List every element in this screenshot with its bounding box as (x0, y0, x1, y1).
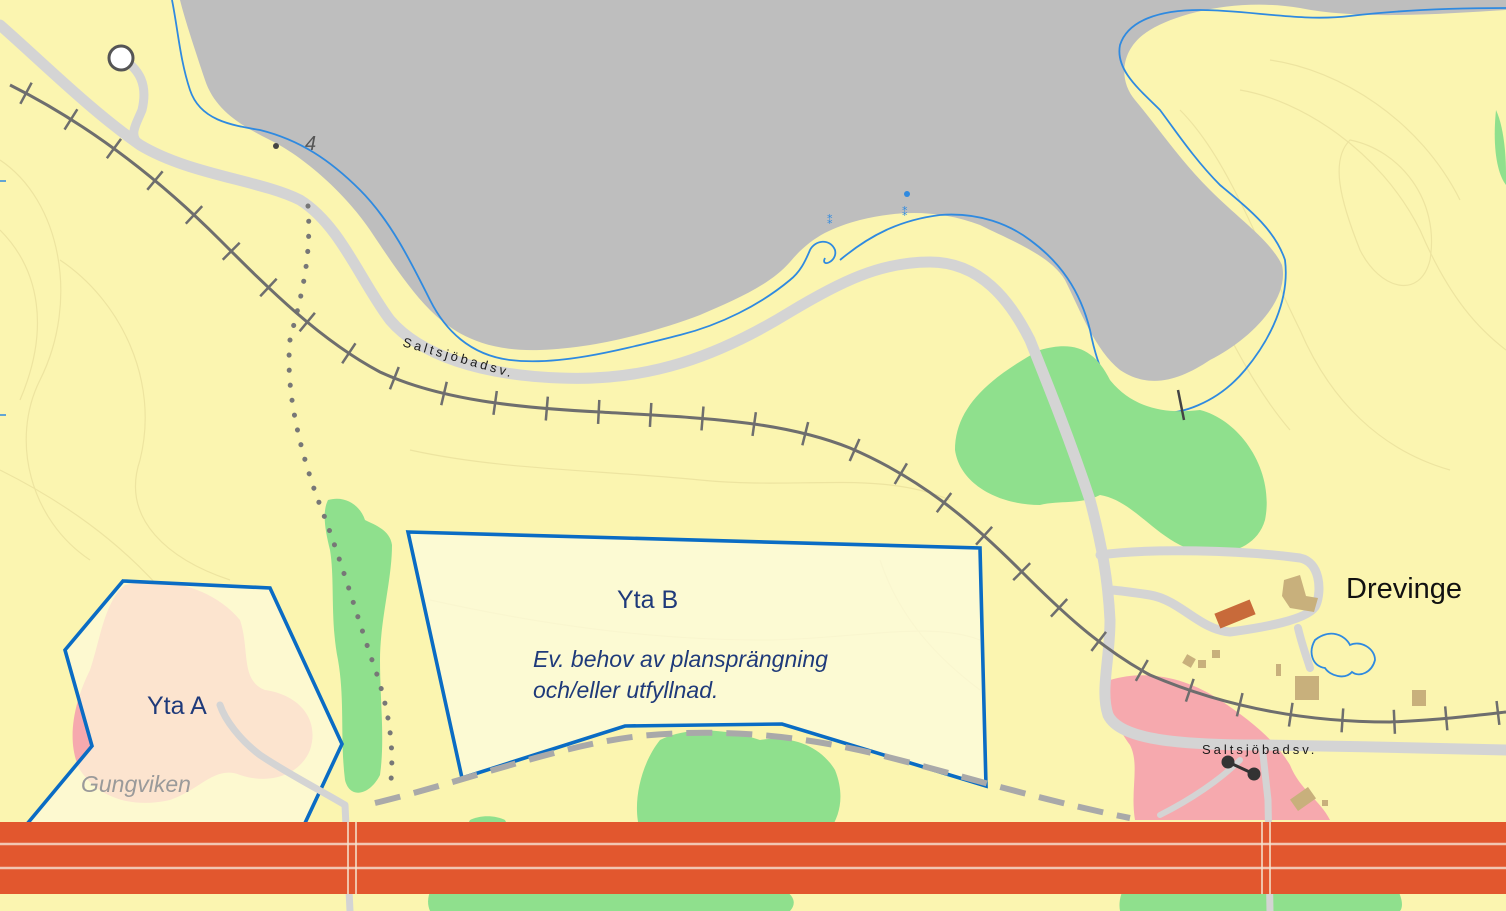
railway-tie (1050, 598, 1069, 618)
railway-tie (221, 241, 241, 261)
railway-tie (298, 312, 316, 333)
railway-tie (184, 205, 204, 225)
water-symbol-2: ⁑ (902, 206, 908, 219)
pier-line (1176, 389, 1186, 421)
railway-tie (259, 277, 278, 298)
railway-tie (19, 82, 33, 105)
pond-outline (1310, 632, 1376, 678)
highway (0, 822, 1506, 894)
dotted-trail (286, 203, 395, 793)
forest-patches (60, 110, 1506, 911)
railway-tie (105, 138, 123, 160)
elevation-label: 4 (305, 133, 316, 155)
railway-tie (848, 438, 861, 462)
roads (0, 19, 1506, 911)
area-b-note-line1: Ev. behov av plansprängning (533, 646, 828, 672)
survey-point (273, 143, 279, 149)
railway (9, 83, 1506, 724)
water-body (180, 0, 1506, 381)
dashed-path (374, 729, 1131, 821)
railway-tie (935, 492, 953, 513)
railway-tie (596, 399, 601, 424)
railway-ties (19, 82, 1501, 734)
railway-tie (1287, 702, 1294, 727)
road-label-east: Saltsjöbadsv. (1202, 742, 1317, 757)
railway-tie (492, 390, 499, 415)
point-marker-circle[interactable] (107, 44, 135, 72)
railway-tie (63, 108, 79, 131)
locality-label: Gungviken (81, 771, 191, 797)
water-point (904, 191, 910, 197)
water-symbol: ⁑ (827, 214, 833, 227)
place-label-drevinge: Drevinge (1346, 573, 1462, 605)
railway-tie (1340, 708, 1345, 733)
railway-tie (341, 342, 357, 364)
railway-tie (440, 381, 448, 406)
railway-tie (975, 525, 994, 546)
railway-tie (1134, 659, 1149, 682)
railway-tie (1235, 692, 1244, 717)
area-b-note-line2: och/eller utfyllnad. (533, 677, 718, 703)
railway-tie (1443, 706, 1449, 731)
highway-overpass (347, 822, 1271, 894)
railway-tie (1495, 700, 1501, 725)
bus-stop-marker (1221, 755, 1261, 781)
railway-tie (544, 396, 550, 421)
railway-tie (893, 462, 909, 485)
railway-tie (1012, 562, 1032, 582)
railway-tie (700, 406, 705, 431)
area-b-label: Yta B (617, 586, 678, 614)
railway-tie (1184, 678, 1195, 703)
railway-tie (751, 411, 758, 437)
railway-tie (388, 366, 400, 390)
railway-tie (1090, 631, 1107, 652)
railway-tie (648, 402, 653, 427)
shoreline (171, 0, 1506, 415)
area-a-label: Yta A (147, 692, 207, 720)
railway-tie (1392, 709, 1397, 734)
buildings (1182, 575, 1426, 812)
railway-tie (146, 170, 164, 191)
railway-tie (801, 421, 810, 446)
